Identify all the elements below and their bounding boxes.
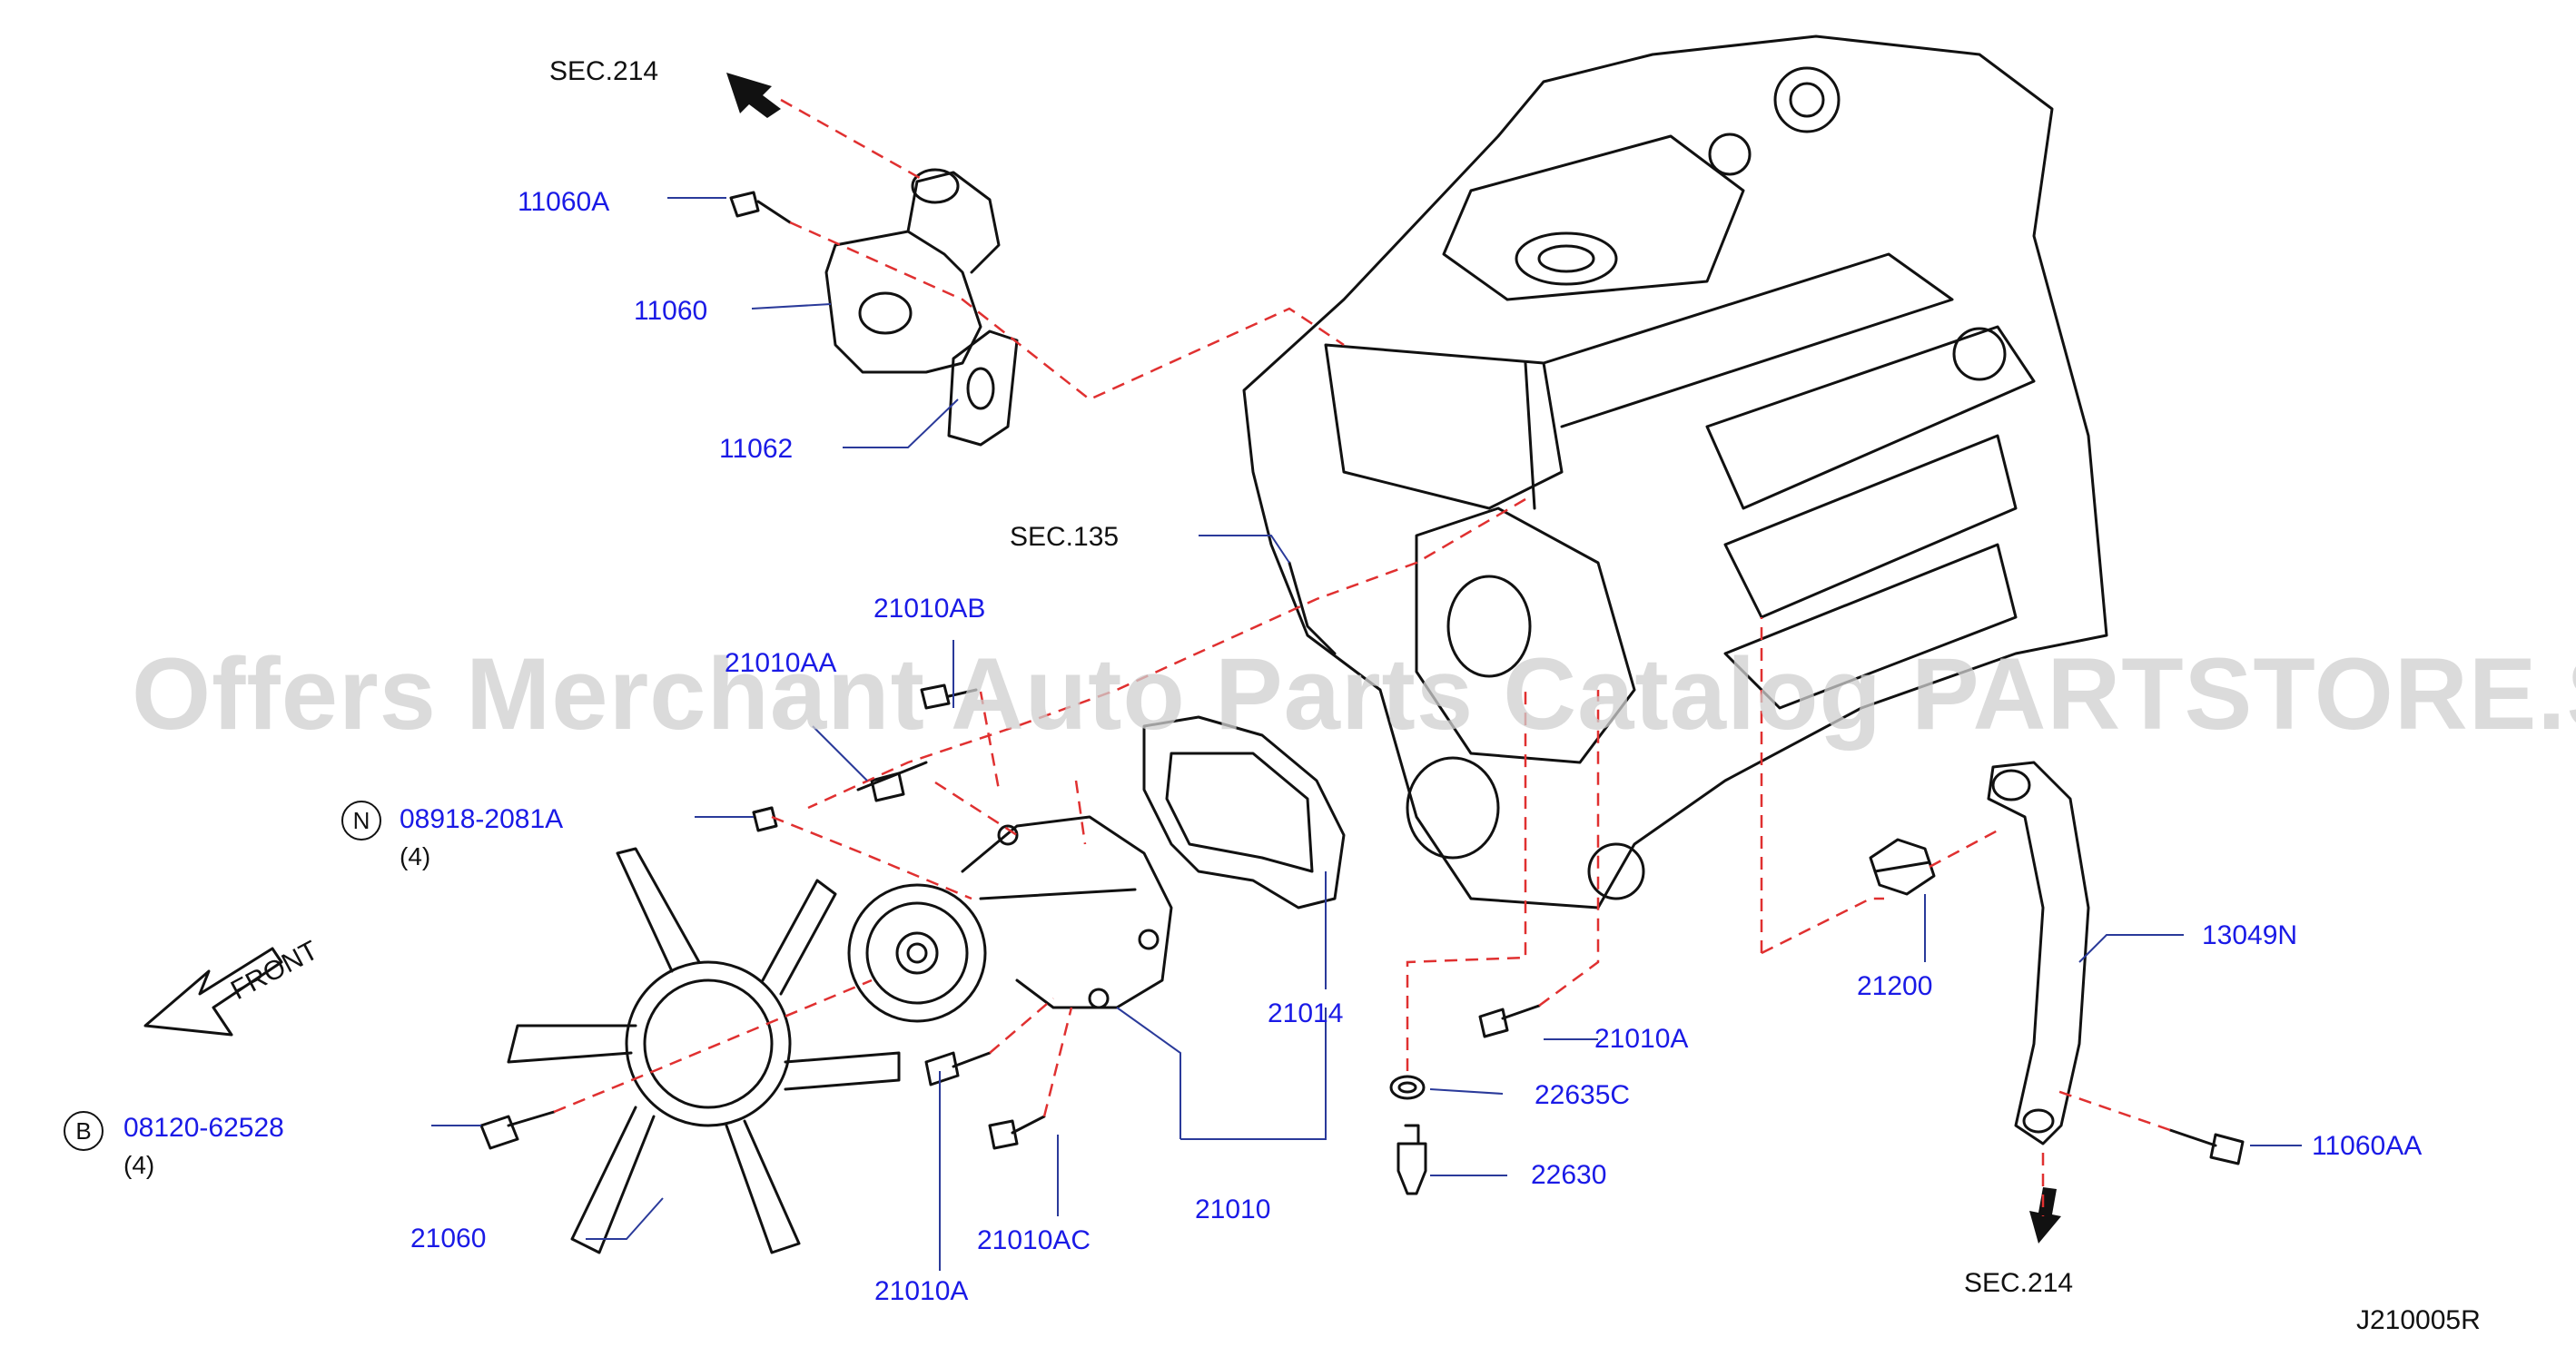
part-label-21010AA[interactable]: 21010AA	[725, 648, 837, 678]
part-label-11062[interactable]: 11062	[719, 434, 794, 464]
thermostat-21200	[1869, 838, 1936, 896]
part-label-21060[interactable]: 21060	[410, 1224, 487, 1254]
engine-block	[1242, 34, 2108, 909]
gasket-21014	[1142, 715, 1346, 909]
water-pump-pulley	[847, 883, 987, 1023]
qty-08918: (4)	[400, 842, 431, 870]
part-label-13049N[interactable]: 13049N	[2202, 920, 2298, 950]
sec214-arrow-top	[726, 73, 781, 118]
sec214-top-label[interactable]: SEC.214	[549, 56, 659, 86]
fan-21060	[507, 847, 901, 1254]
part-label-11060[interactable]: 11060	[634, 296, 708, 326]
part-label-21010A-right[interactable]: 21010A	[1594, 1024, 1689, 1054]
badge-b: B	[64, 1111, 104, 1151]
part-label-21014[interactable]: 21014	[1268, 998, 1344, 1028]
sec135-label[interactable]: SEC.135	[1010, 522, 1120, 552]
front-arrow	[143, 947, 283, 1037]
outlet-housing	[824, 230, 982, 374]
part-label-11060A[interactable]: 11060A	[518, 187, 610, 217]
pipe-13049N	[1987, 761, 2090, 1145]
part-label-21010A-bottom[interactable]: 21010A	[874, 1276, 969, 1306]
part-label-21010AC[interactable]: 21010AC	[977, 1225, 1091, 1255]
part-label-21010AB[interactable]: 21010AB	[873, 594, 986, 624]
part-label-08918-2081A[interactable]: 08918-2081A	[400, 804, 564, 834]
part-label-08120-62528[interactable]: 08120-62528	[123, 1113, 284, 1143]
sec214-bottom-label[interactable]: SEC.214	[1964, 1268, 2074, 1298]
badge-n: N	[341, 801, 381, 841]
qty-08120: (4)	[123, 1151, 155, 1179]
water-pump-body	[961, 815, 1173, 1009]
part-label-22630[interactable]: 22630	[1531, 1160, 1607, 1190]
part-label-11060AA[interactable]: 11060AA	[2312, 1131, 2423, 1161]
part-label-22635C[interactable]: 22635C	[1535, 1080, 1631, 1110]
gasket-11062	[947, 329, 1019, 447]
sec214-arrow-bottom	[2029, 1187, 2061, 1244]
diagram-code: J210005R	[2356, 1305, 2481, 1335]
part-label-21010[interactable]: 21010	[1195, 1195, 1271, 1224]
part-label-21200[interactable]: 21200	[1857, 971, 1933, 1001]
